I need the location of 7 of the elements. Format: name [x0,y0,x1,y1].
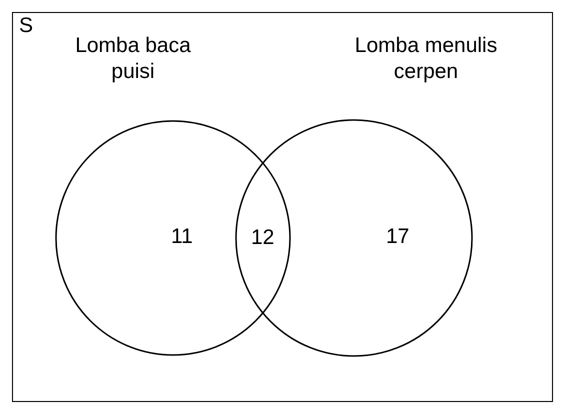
region-count: 12 [251,225,274,251]
universal-set-rectangle [12,12,553,402]
region-count: 17 [386,224,410,250]
set-label: S [19,13,34,39]
set-title: Lomba baca puisi [74,33,192,85]
region-count: 11 [171,224,193,250]
set-title: Lomba menulis cerpen [354,33,498,85]
